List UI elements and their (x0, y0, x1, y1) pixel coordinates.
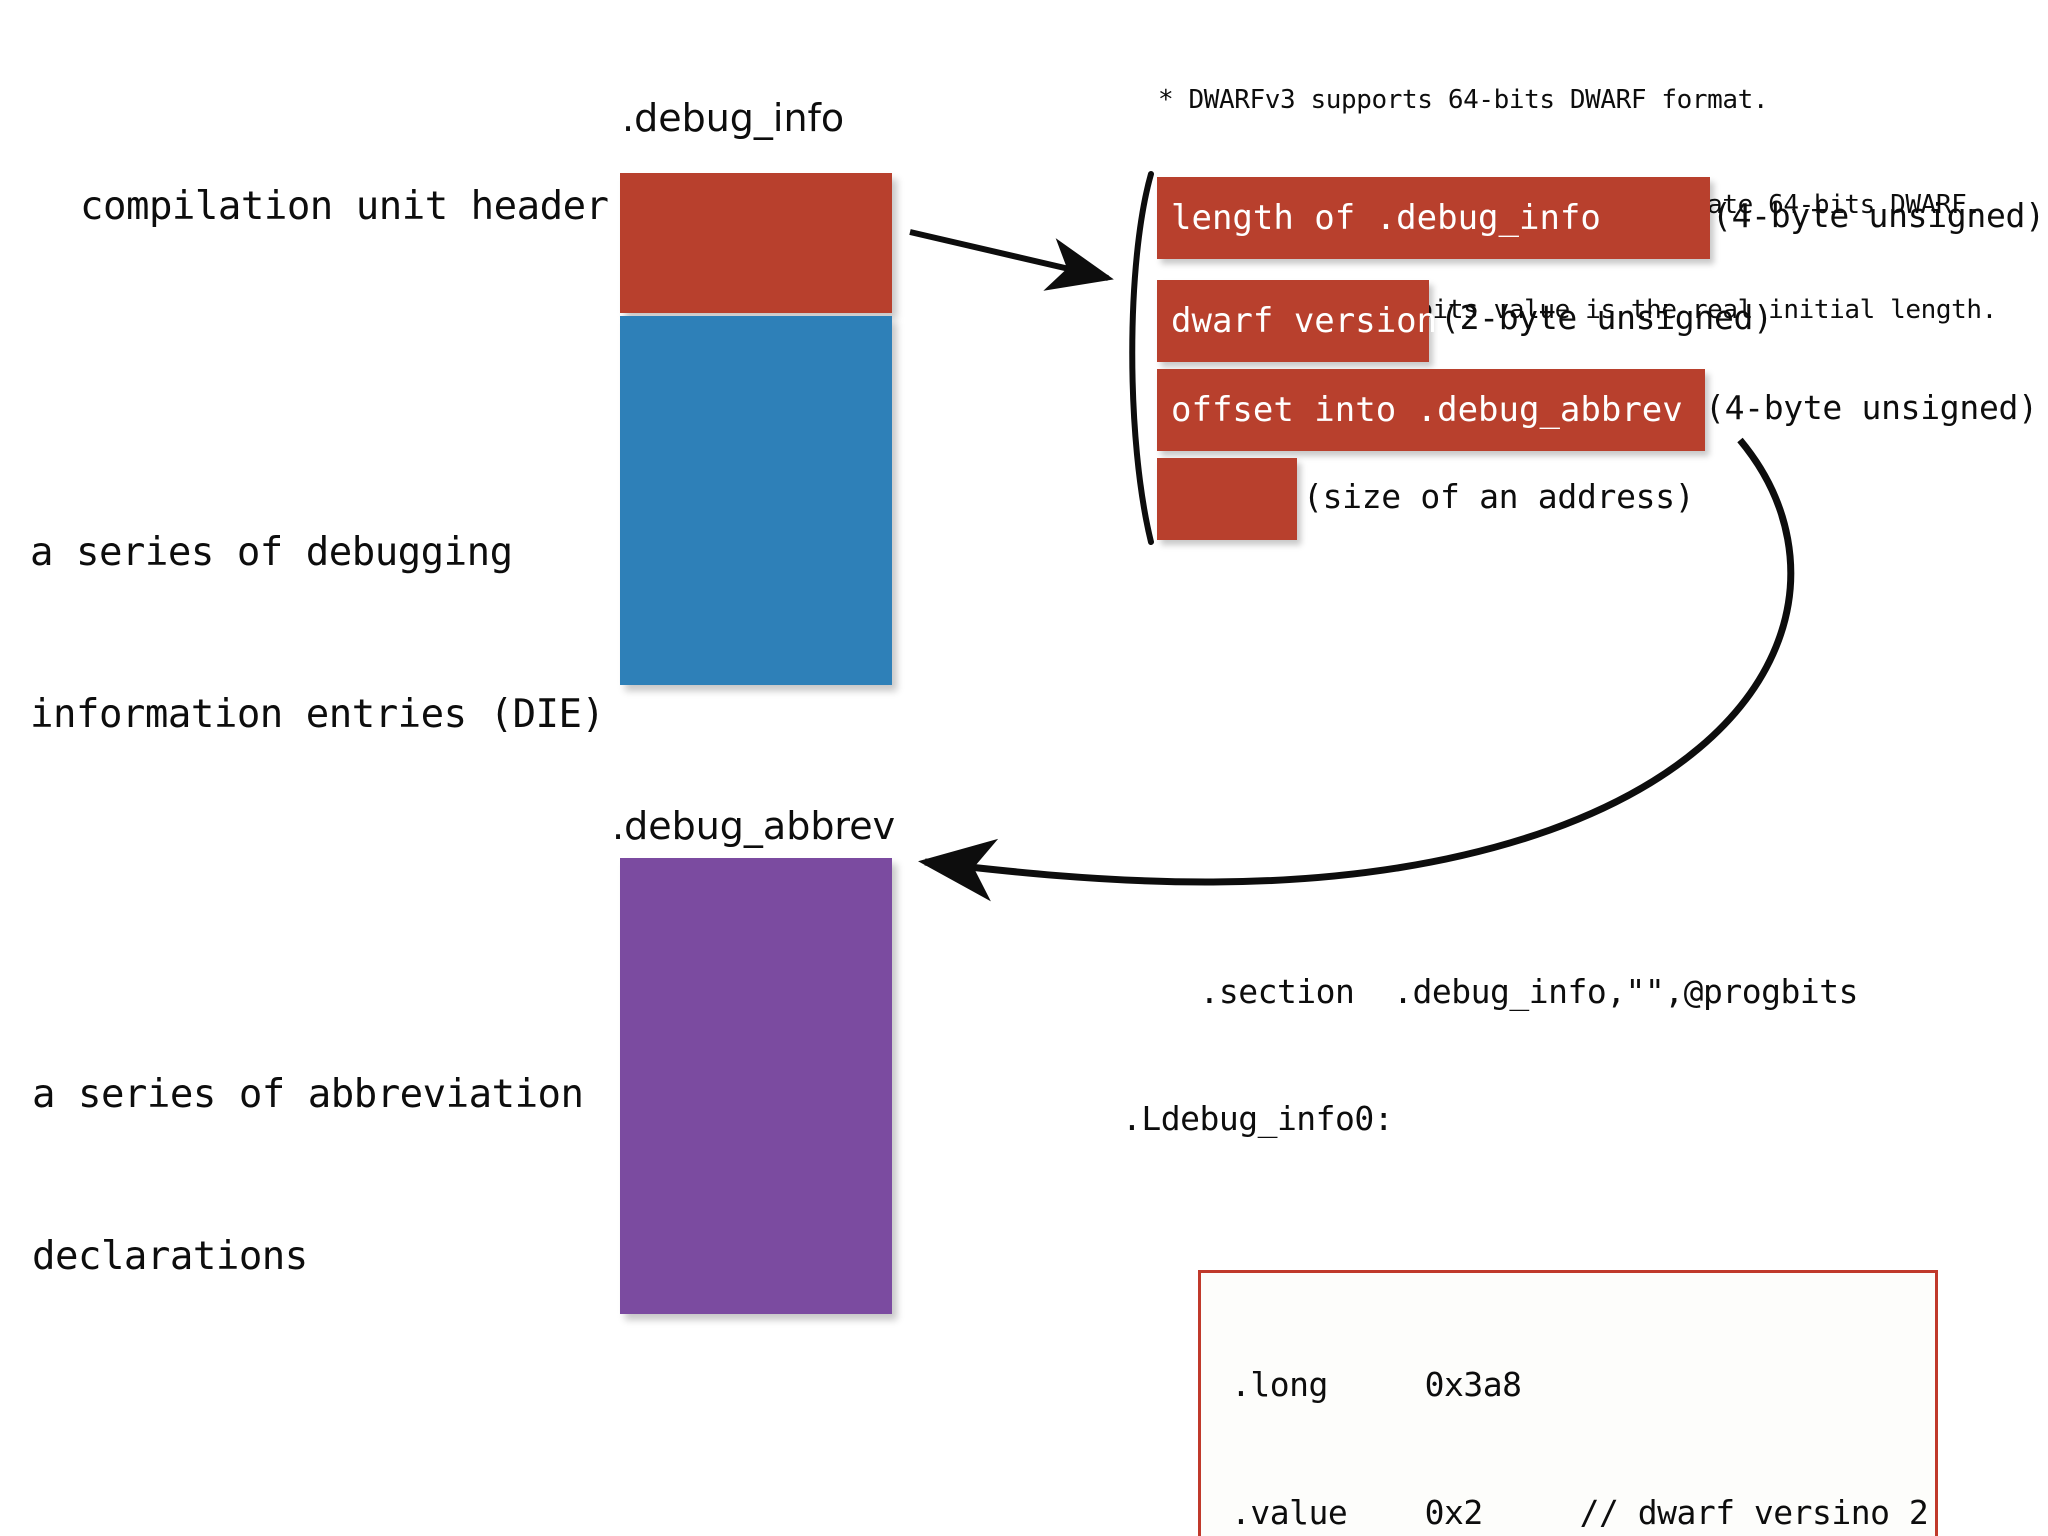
note-line-1: * DWARFv3 supports 64-bits DWARF format. (1158, 85, 1769, 115)
block-abbreviation-declarations (620, 858, 892, 1314)
field-note-dwarf-version: (2-byte unsigned) (1440, 298, 1773, 337)
asm-head-line-1: .section .debug_info,"",@progbits (1122, 971, 1858, 1011)
field-box-offset-into-debug-abbrev: offset into .debug_abbrev (1157, 369, 1705, 451)
field-box-dwarf-version: dwarf version (1157, 280, 1437, 362)
field-note-offset-into-debug-abbrev: (4-byte unsigned) (1705, 388, 2038, 427)
arrow-header-to-fields (909, 229, 1114, 291)
block-compilation-unit-header (620, 173, 892, 313)
label-abbrev-line-1: a series of abbreviation (32, 1072, 584, 1117)
label-die-line-2: information entries (DIE) (30, 692, 605, 737)
field-box-address-size (1157, 458, 1297, 540)
asm-boxed-line-1: .long 0x3a8 (1231, 1365, 1522, 1404)
asm-boxed-line-2: .value 0x2 // dwarf versino 2 (1231, 1492, 1929, 1532)
label-abbrev-line-2: declarations (32, 1234, 308, 1279)
asm-head-line-2: .Ldebug_info0: (1122, 1099, 1394, 1138)
block-debugging-information-entries (620, 316, 892, 685)
field-note-length-of-debug-info: (4-byte unsigned) (1712, 196, 2045, 235)
assembly-highlight-box: .long 0x3a8 .value 0x2 // dwarf versino … (1198, 1270, 1938, 1536)
label-debugging-information-entries: a series of debugging information entrie… (30, 418, 605, 850)
field-box-length-of-debug-info: length of .debug_info (1157, 177, 1710, 259)
field-note-address-size: (size of an address) (1303, 477, 1695, 516)
label-abbreviation-declarations: a series of abbreviation declarations (32, 960, 584, 1392)
label-compilation-unit-header: compilation unit header (80, 184, 609, 229)
debug-info-section-title: .debug_info (622, 96, 845, 140)
label-die-line-1: a series of debugging (30, 530, 513, 575)
brace-header-fields (1129, 171, 1154, 545)
assembly-listing: .section .debug_info,"",@progbits .Ldebu… (1122, 843, 1938, 1536)
debug-abbrev-section-title: .debug_abbrev (612, 804, 896, 848)
